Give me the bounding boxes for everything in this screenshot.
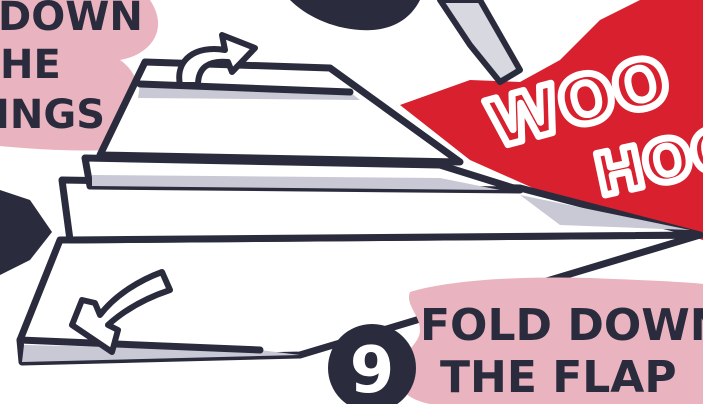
step-text: FOLD DOWN THE FLAP: [420, 300, 703, 403]
step-text-line-1: FOLD DOWN: [420, 300, 703, 351]
top-text-line-1: DOWN: [0, 0, 143, 40]
step-text-line-2: THE FLAP: [440, 352, 677, 403]
dark-blob: [290, 0, 420, 30]
top-text-line-2: HE: [0, 42, 61, 88]
top-text-line-3: INGS: [0, 92, 105, 138]
plane-top-fold: [100, 62, 460, 162]
step-number: 9: [350, 334, 395, 404]
triangle-pointer-icon: [0, 190, 52, 275]
grey-piece: [440, 0, 520, 82]
